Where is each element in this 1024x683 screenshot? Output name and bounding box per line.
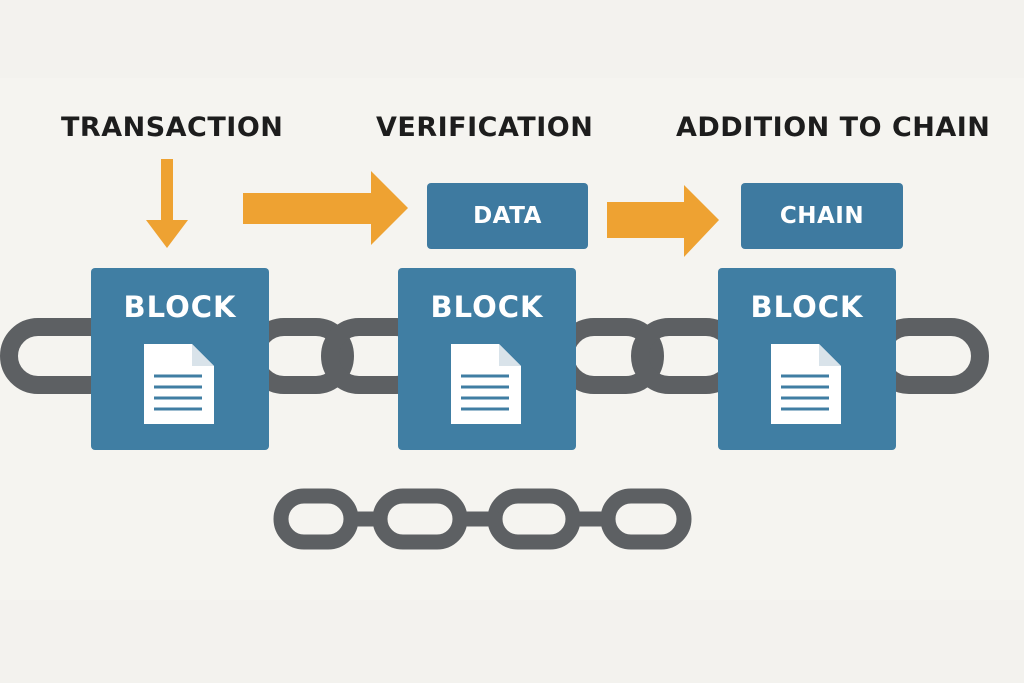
chain-tag-label: CHAIN [779,203,865,229]
document-icon [451,344,521,424]
block-2: BLOCK [398,268,576,450]
down-arrow-icon [146,159,188,248]
block-title: BLOCK [123,290,237,324]
chain-link-icon [600,488,692,550]
data-tag-label: DATA [473,203,542,229]
chain-link-icon [487,488,581,550]
block-1: BLOCK [91,268,269,450]
document-icon [144,344,214,424]
label-transaction: TRANSACTION [61,112,284,143]
label-verification: VERIFICATION [376,112,594,143]
block-title: BLOCK [750,290,864,324]
right-arrow-icon [243,171,408,245]
block-3: BLOCK [718,268,896,450]
block-title: BLOCK [430,290,544,324]
document-icon [771,344,841,424]
data-tag: DATA [427,183,588,249]
label-addition-to-chain: ADDITION TO CHAIN [676,112,991,143]
chain-tag: CHAIN [741,183,903,249]
chain-link-icon [273,488,359,550]
right-arrow-icon [607,185,719,257]
chain-link-icon [372,488,468,550]
